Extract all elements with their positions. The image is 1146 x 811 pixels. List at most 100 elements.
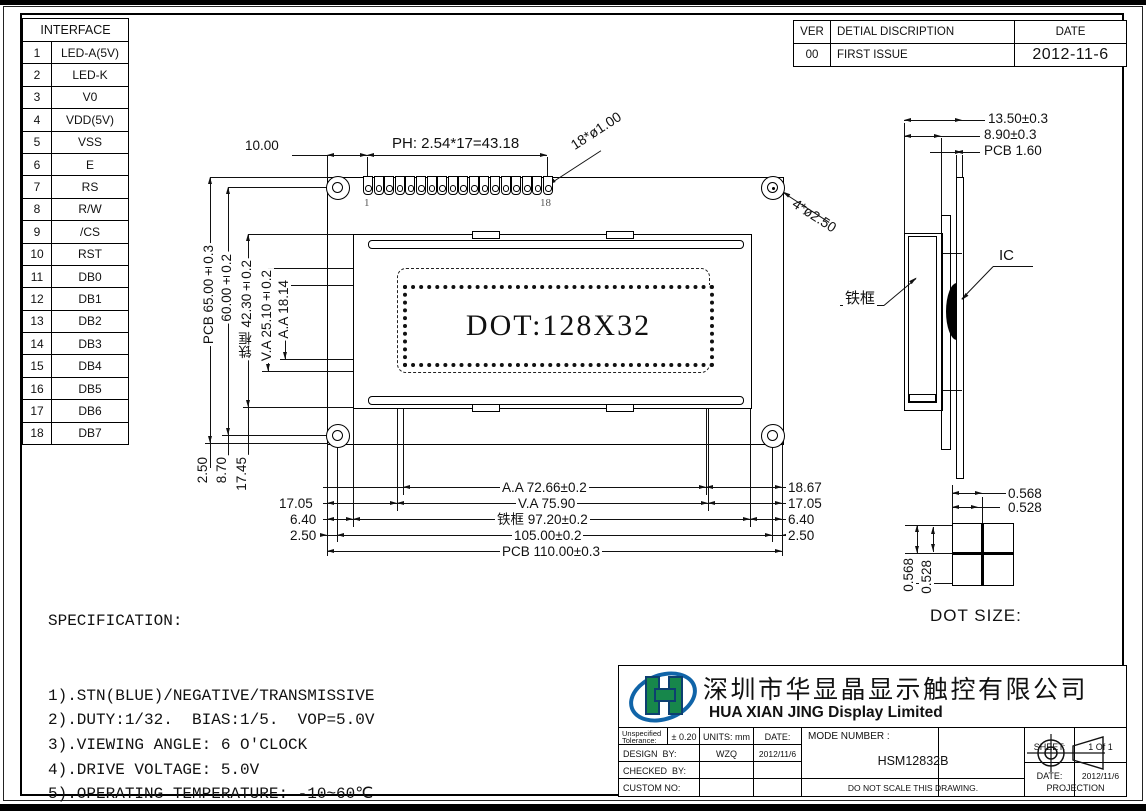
dim-hole-edge-v: 2.50 — [195, 455, 210, 486]
title-block: 深圳市华显晶显示触控有限公司 HUA XIAN JING Display Lim… — [618, 662, 1127, 797]
pin-signal-name: DB1 — [78, 291, 102, 306]
dimension-line — [210, 435, 212, 468]
revision-ver-header: VER — [794, 21, 831, 43]
connector-pin — [415, 176, 426, 195]
dimension-line — [904, 120, 985, 122]
pin-signal-name: LED-K — [72, 68, 108, 83]
dimension-line — [337, 446, 339, 542]
design-by-label: DESIGN BY: — [623, 749, 677, 759]
dimension-arrowhead — [226, 187, 230, 194]
sheet-date-label: DATE: — [1036, 771, 1063, 781]
dimension-arrowhead — [397, 501, 404, 505]
dimension-arrowhead — [346, 517, 353, 521]
dimension-line — [243, 407, 353, 409]
dimension-line — [962, 155, 964, 177]
dim-aa-width: A.A 72.66±0.2 — [500, 480, 589, 495]
dim-va-edge-v: 17.45 — [234, 455, 249, 493]
pin-number: 7 — [23, 176, 52, 198]
leader-line — [546, 150, 602, 187]
pin-number: 14 — [23, 333, 52, 355]
dim-frame-left-offset: 6.40 — [288, 512, 319, 527]
dim-hole-spacing-h: 105.00±0.2 — [512, 528, 584, 543]
active-area-outline: DOT:128X32 — [403, 285, 714, 367]
connector-pin — [437, 176, 448, 195]
specification-line: STORAGE TEMPERATURE: -20~70℃ — [48, 807, 374, 811]
dimension-line — [367, 155, 547, 157]
connector-pin — [394, 176, 405, 195]
side-view-pcb — [956, 177, 964, 479]
dim-pin-pitch: PH: 2.54*17=43.18 — [390, 135, 522, 152]
dim-frame-edge-v: 8.70 — [214, 455, 229, 486]
frame-tab — [472, 231, 500, 239]
dimension-line — [280, 359, 403, 361]
dimension-line — [706, 359, 708, 495]
pin-number: 17 — [23, 400, 52, 422]
mounting-hole — [761, 176, 785, 200]
dimension-arrowhead — [915, 525, 919, 532]
pin-number: 10 — [23, 243, 52, 265]
specification-line: 4).DRIVE VOLTAGE: 5.0V — [48, 760, 260, 779]
pin-number: 8 — [23, 198, 52, 221]
mounting-hole — [761, 424, 785, 448]
tolerance-label-line2: Tolerance: — [622, 736, 657, 745]
dim-dot-size-x: 0.528 — [1006, 500, 1044, 515]
mounting-hole — [326, 424, 350, 448]
dimension-arrowhead — [701, 501, 708, 505]
pin-signal-name: DB7 — [78, 426, 102, 441]
pin-signal-name: VSS — [77, 135, 102, 150]
sheet-date-value: 2012/11/6 — [1081, 771, 1120, 781]
dimension-arrowhead — [708, 501, 715, 505]
pin-signal-name: DB6 — [78, 403, 102, 418]
dimension-arrowhead — [952, 505, 959, 509]
pin-signal-name: DB4 — [78, 359, 102, 374]
dim-frame-width: 铁框 97.20±0.2 — [495, 512, 590, 527]
dimension-arrowhead — [283, 352, 287, 359]
no-scale-note: DO NOT SCALE THIS DRAWING. — [847, 783, 979, 793]
interface-table-header: INTERFACE — [23, 19, 128, 42]
dimension-arrowhead — [765, 533, 772, 537]
dimension-line — [750, 407, 752, 527]
dimension-arrowhead — [775, 549, 782, 553]
dimension-line — [933, 527, 935, 552]
connector-pin — [447, 176, 458, 195]
dimension-line — [228, 407, 230, 468]
connector-pin — [405, 176, 416, 195]
pin-number: 15 — [23, 355, 52, 377]
dim-module-thickness: 8.90±0.3 — [982, 127, 1039, 142]
pin-number: 4 — [23, 109, 52, 131]
pin-signal-name: LED-A(5V) — [60, 45, 119, 60]
pin-signal-name: R/W — [78, 202, 102, 217]
pin-signal-name: RST — [78, 247, 102, 262]
dimension-arrowhead — [775, 501, 782, 505]
connector-pin — [468, 176, 479, 195]
pin-number: 9 — [23, 221, 52, 243]
company-name-en: HUA XIAN JING Display Limited — [709, 704, 943, 721]
dimension-arrowhead — [706, 485, 713, 489]
dimension-arrowhead — [540, 153, 547, 157]
dot-size-grid — [952, 523, 1014, 586]
connector-pin — [426, 176, 437, 195]
dimension-arrowhead — [353, 517, 360, 521]
dimension-line — [403, 359, 405, 495]
dim-hole-spacing-v: 60.00±0.2 — [219, 252, 234, 324]
dimension-arrowhead — [246, 234, 250, 241]
dimension-line — [353, 407, 355, 527]
interface-table-row: 17 DB6 — [23, 400, 128, 423]
pin-signal-name: DB0 — [78, 269, 102, 284]
dimension-line — [268, 268, 397, 270]
connector-pin — [542, 176, 553, 195]
connector-pin — [458, 176, 469, 195]
revision-date-header: DATE — [1055, 26, 1086, 38]
dim-pcb-thickness: PCB 1.60 — [982, 143, 1044, 158]
dim-pin-offset: 10.00 — [243, 138, 281, 153]
design-by-value: WZQ — [716, 749, 737, 759]
dimension-arrowhead — [971, 505, 978, 509]
